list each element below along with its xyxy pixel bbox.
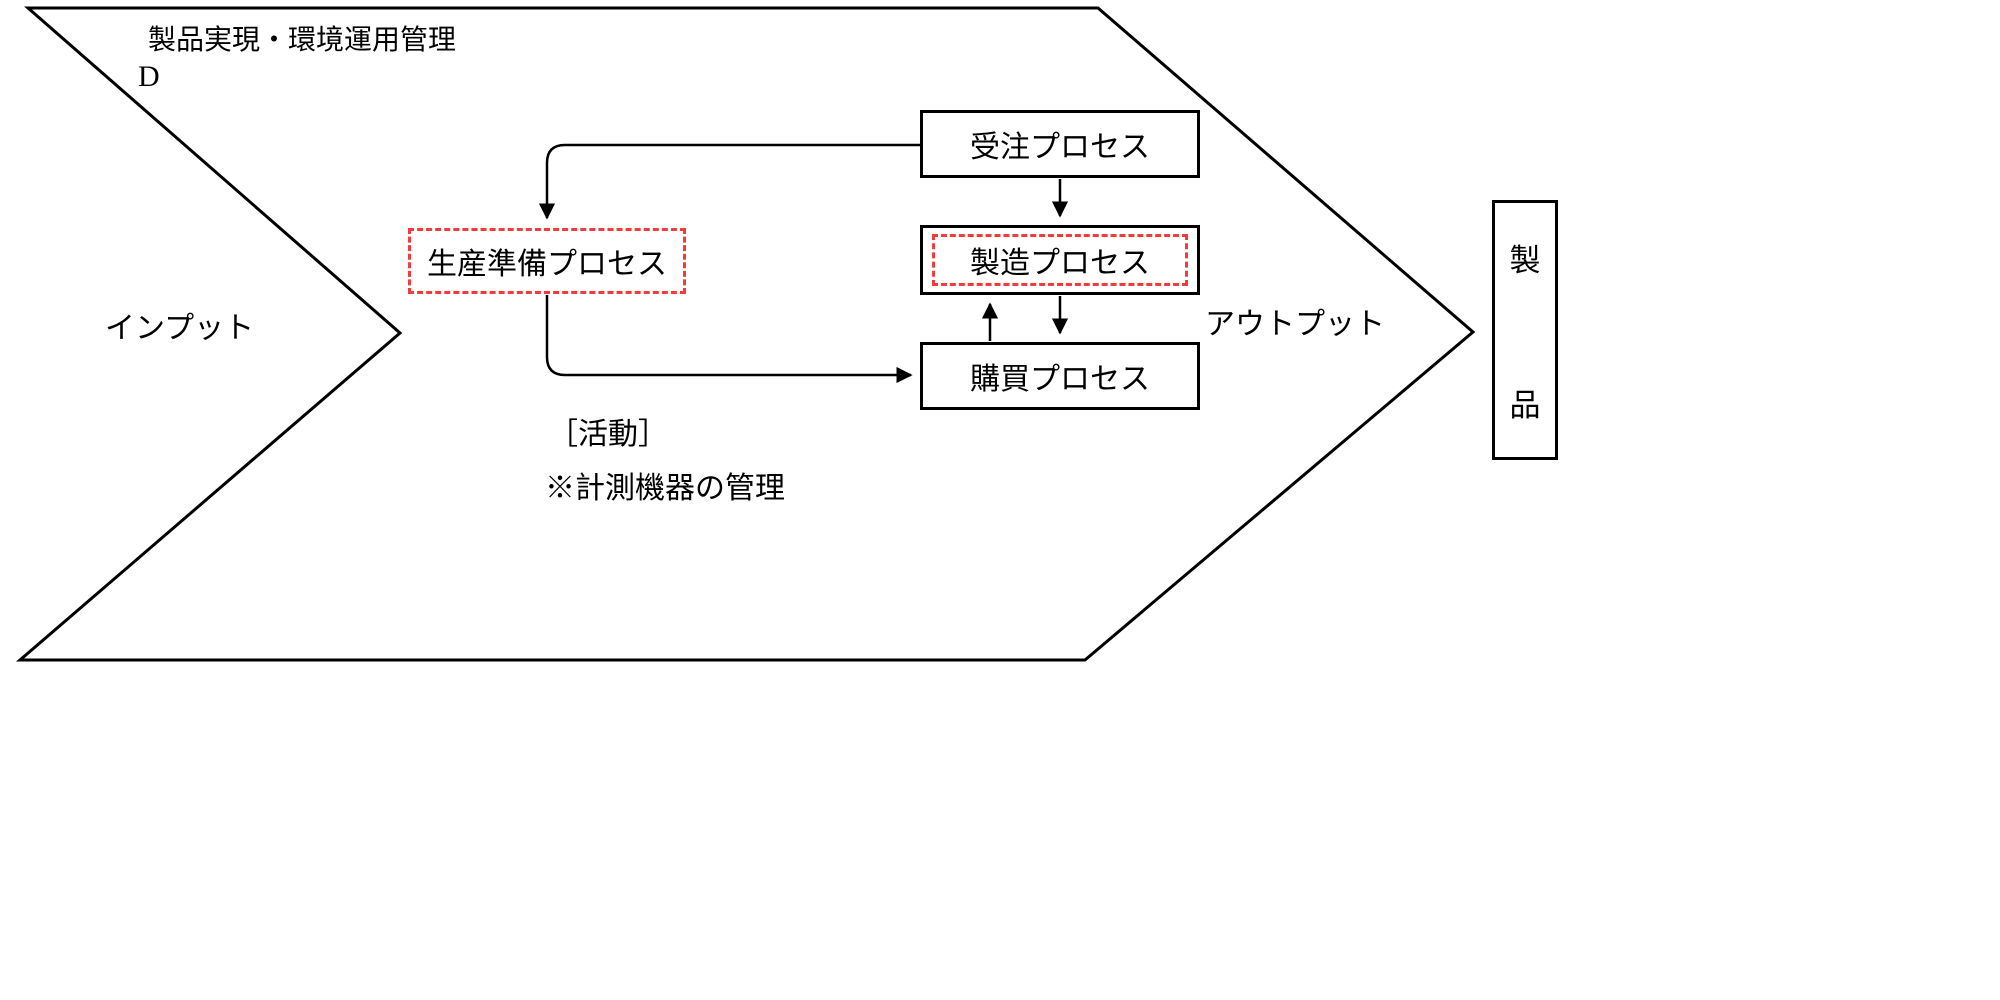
diagram-title: 製品実現・環境運用管理 [148,25,457,56]
manufacturing-process-highlight: 製造プロセス [932,234,1188,286]
input-label: インプット [105,312,255,345]
order-process-box: 受注プロセス [920,110,1200,178]
product-char-second: 品 [1509,388,1541,423]
phase-label: D [138,60,160,93]
product-output-box: 製 品 [1492,200,1558,460]
chevron-outline [15,6,1476,662]
arrow-prep-to-purchasing [545,295,913,384]
purchasing-process-label: 購買プロセス [970,363,1150,396]
activity-note: ※計測機器の管理 [545,472,785,505]
order-process-label: 受注プロセス [970,131,1150,164]
activity-header: ［活動］ [548,418,668,451]
product-char-first: 製 [1509,243,1541,278]
manufacturing-process-box: 製造プロセス [920,225,1200,295]
production-prep-process-box: 生産準備プロセス [408,228,686,294]
manufacturing-process-label: 製造プロセス [970,247,1150,280]
arrow-order-to-prep [538,143,920,220]
purchasing-process-box: 購買プロセス [920,342,1200,410]
output-label: アウトプット [1205,308,1385,341]
production-prep-process-label: 生産準備プロセス [427,248,667,281]
